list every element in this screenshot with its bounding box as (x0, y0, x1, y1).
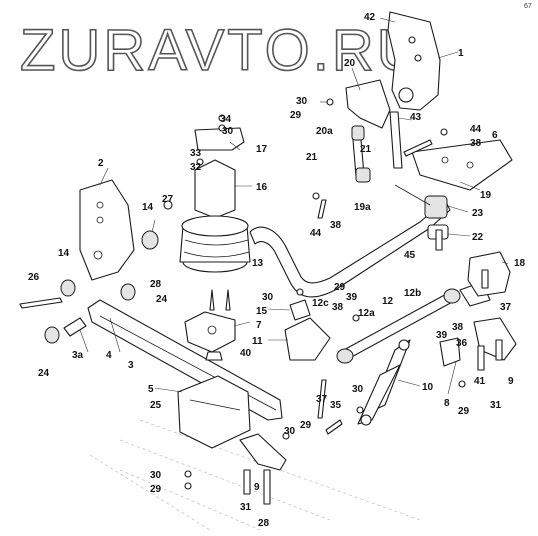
corner-mark: 67 (524, 3, 532, 10)
rod-bracket-18 (467, 251, 511, 297)
callout-10: 10 (422, 382, 434, 393)
frame-bracket-part (387, 11, 441, 111)
callout-5: 5 (148, 384, 154, 395)
callout-14a: 14 (142, 202, 154, 213)
callout-13: 13 (252, 258, 264, 269)
ground-guides (89, 419, 421, 531)
callout-23: 23 (472, 208, 484, 219)
callout-18: 18 (514, 258, 526, 269)
bushing-14b (60, 279, 76, 297)
callout-44b: 44 (310, 228, 322, 239)
callout-30a: 30 (296, 96, 308, 107)
callout-21a: 21 (306, 152, 318, 163)
callout-39a: 39 (346, 292, 358, 303)
callout-19: 19 (480, 190, 492, 201)
callout-26: 26 (28, 272, 40, 283)
callout-35: 35 (330, 400, 342, 411)
callout-45: 45 (404, 250, 416, 261)
callout-30d: 30 (284, 426, 296, 437)
callout-9b: 9 (254, 482, 260, 493)
callout-30b: 30 (222, 126, 234, 137)
callout-7: 7 (256, 320, 262, 331)
callout-29e: 29 (458, 406, 470, 417)
callout-36: 36 (456, 338, 468, 349)
callout-22: 22 (472, 232, 484, 243)
fasteners (163, 98, 503, 505)
callout-40: 40 (240, 348, 252, 359)
callout-19a: 19a (354, 202, 371, 213)
callout-20: 20 (344, 58, 356, 69)
callout-30f: 30 (352, 384, 364, 395)
axle-seat-part (177, 375, 251, 449)
callout-24b: 24 (38, 368, 50, 379)
air-spring-top-mount (194, 127, 245, 219)
callout-4: 4 (106, 350, 112, 361)
callout-28a: 28 (150, 279, 162, 290)
lower-bracket-part (239, 433, 287, 471)
callout-29b: 29 (334, 282, 346, 293)
callout-31b: 31 (490, 400, 502, 411)
callout-32: 32 (190, 162, 202, 173)
callout-39b: 39 (436, 330, 448, 341)
air-spring-part (179, 215, 251, 273)
callout-20a: 20a (316, 126, 333, 137)
callout-24a: 24 (156, 294, 168, 305)
callout-16: 16 (256, 182, 268, 193)
callout-37a: 37 (316, 394, 328, 405)
stabilizer-links (351, 111, 403, 183)
callout-27: 27 (162, 194, 174, 205)
stabilizer-bracket-part (345, 79, 391, 129)
callout-43: 43 (410, 112, 422, 123)
callout-3a: 3a (72, 350, 84, 361)
bolt-26 (19, 297, 63, 309)
callout-12b: 12b (404, 288, 421, 299)
callout-29d: 29 (150, 484, 162, 495)
bracket-36 (439, 337, 461, 367)
callout-2: 2 (98, 158, 104, 169)
callout-3: 3 (128, 360, 134, 371)
bushing-24 (120, 283, 136, 301)
callout-14b: 14 (58, 248, 70, 259)
callout-29c: 29 (300, 420, 312, 431)
callout-30e: 30 (150, 470, 162, 481)
stabilizer-bar-part (249, 184, 451, 298)
callout-38a: 38 (470, 138, 482, 149)
callout-25: 25 (150, 400, 162, 411)
callout-6: 6 (492, 130, 498, 141)
callout-11: 11 (252, 336, 263, 347)
callout-41: 41 (474, 376, 486, 387)
leader-lines (79, 17, 509, 395)
shock-absorber-part (357, 339, 411, 426)
callout-15: 15 (256, 306, 268, 317)
callout-9a: 9 (508, 376, 514, 387)
callout-30c: 30 (262, 292, 274, 303)
callout-labels: 1 2 3 3a 4 5 6 7 8 9 9 10 11 12 12a 12b … (28, 12, 526, 529)
bracket-plate-part (411, 139, 513, 191)
left-spring-bracket (79, 179, 135, 281)
callout-44a: 44 (470, 124, 482, 135)
callout-42: 42 (364, 12, 376, 23)
callout-1: 1 (458, 48, 464, 59)
callout-21b: 21 (360, 144, 372, 155)
callout-33: 33 (190, 148, 202, 159)
callout-38b: 38 (330, 220, 342, 231)
callout-37b: 37 (500, 302, 512, 313)
bushing-14 (141, 230, 159, 250)
callout-38c: 38 (332, 302, 344, 313)
callout-29a: 29 (290, 110, 302, 121)
callout-38d: 38 (452, 322, 464, 333)
callout-17: 17 (256, 144, 268, 155)
callout-34: 34 (220, 114, 232, 125)
spring-seat-part (184, 311, 236, 361)
callout-12a: 12a (358, 308, 375, 319)
callout-12: 12 (382, 296, 394, 307)
callout-28b: 28 (258, 518, 270, 529)
link-bracket-part (284, 299, 331, 361)
callout-12c: 12c (312, 298, 329, 309)
callout-31a: 31 (240, 502, 252, 513)
watermark-text: ZURAVTO.RU (20, 18, 422, 83)
callout-8: 8 (444, 398, 450, 409)
